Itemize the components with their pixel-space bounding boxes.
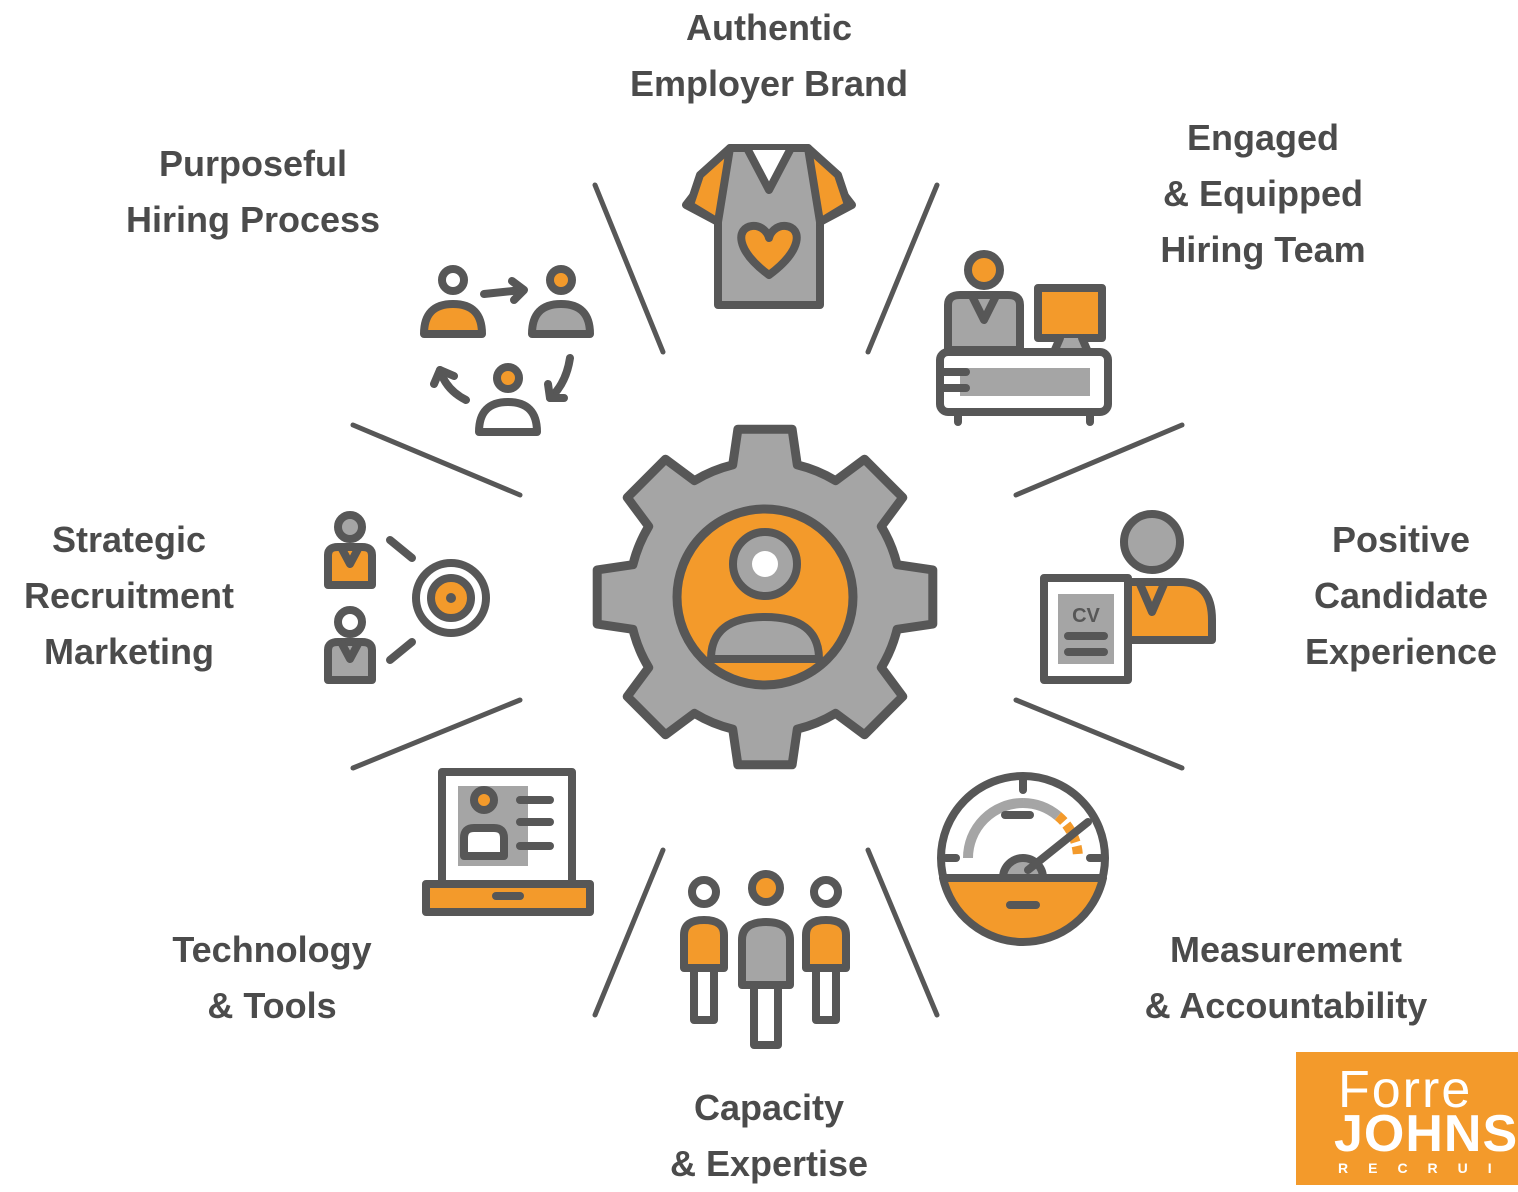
person-at-desk-icon bbox=[936, 250, 1112, 426]
company-logo: Forre JOHNS RECRUI bbox=[1296, 1052, 1518, 1185]
cv-person-icon: CV bbox=[1040, 510, 1216, 684]
label-line: Capacity bbox=[693, 1087, 845, 1128]
label-line: Technology bbox=[172, 929, 372, 970]
logo-line-3: RECRUI bbox=[1338, 1160, 1512, 1176]
label-line: Candidate bbox=[1313, 575, 1489, 616]
label-measurement: Measurement & Accountability bbox=[1116, 922, 1456, 1034]
label-line: Engaged bbox=[1186, 117, 1339, 158]
label-capacity: Capacity & Expertise bbox=[636, 1080, 902, 1192]
label-marketing: Strategic Recruitment Marketing bbox=[4, 512, 254, 680]
label-line: Employer Brand bbox=[629, 63, 909, 104]
label-line: Hiring Team bbox=[1160, 229, 1366, 270]
label-line: Authentic bbox=[686, 7, 852, 48]
label-line: Hiring Process bbox=[125, 199, 381, 240]
label-line: & Accountability bbox=[1144, 985, 1428, 1026]
label-hiring-process: Purposeful Hiring Process bbox=[100, 136, 406, 248]
label-line: Purposeful bbox=[158, 143, 347, 184]
label-line: & Expertise bbox=[669, 1143, 869, 1184]
label-line: & Tools bbox=[207, 985, 337, 1026]
label-line: Measurement bbox=[1169, 929, 1403, 970]
people-cycle-icon bbox=[420, 265, 594, 436]
label-candidate-experience: Positive Candidate Experience bbox=[1288, 512, 1514, 680]
cv-text: CV bbox=[1072, 605, 1100, 627]
label-employer-brand: Authentic Employer Brand bbox=[596, 0, 942, 112]
label-line: Marketing bbox=[43, 631, 215, 672]
separator-lines bbox=[350, 182, 1185, 1018]
gauge-icon bbox=[937, 772, 1109, 946]
logo-line-2: JOHNS bbox=[1334, 1105, 1518, 1163]
label-hiring-team: Engaged & Equipped Hiring Team bbox=[1120, 110, 1406, 278]
label-line: Experience bbox=[1304, 631, 1498, 672]
target-people-icon bbox=[324, 511, 490, 684]
gear-person-icon bbox=[592, 424, 938, 770]
label-line: Positive bbox=[1331, 519, 1471, 560]
logo-line-1: Forre bbox=[1338, 1061, 1473, 1119]
label-line: Strategic bbox=[51, 519, 207, 560]
laptop-profile-icon bbox=[422, 768, 594, 916]
label-line: Recruitment bbox=[23, 575, 235, 616]
heart-shirt-icon bbox=[682, 144, 856, 309]
label-line: & Equipped bbox=[1163, 173, 1363, 214]
team-icon bbox=[680, 870, 850, 1049]
label-technology: Technology & Tools bbox=[150, 922, 394, 1034]
